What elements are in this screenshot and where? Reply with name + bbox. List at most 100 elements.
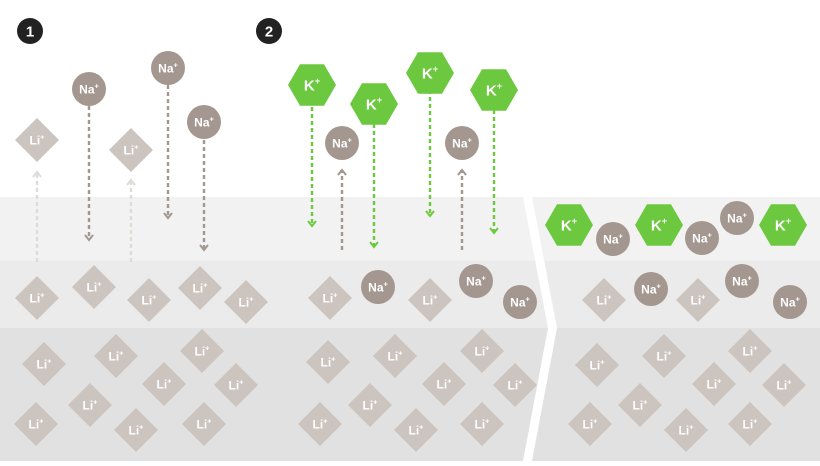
svg-text:Li+: Li+ (156, 376, 172, 391)
surface-band (0, 197, 290, 261)
potassium-ion: K+ (406, 52, 454, 94)
svg-text:Li+: Li+ (108, 348, 124, 363)
svg-text:Li+: Li+ (596, 292, 612, 307)
lithium-ion: Li+ (575, 343, 619, 387)
svg-text:K+: K+ (366, 95, 383, 113)
lithium-ion: Li+ (182, 402, 226, 446)
svg-text:Na+: Na+ (158, 60, 178, 75)
svg-text:2: 2 (265, 24, 273, 41)
svg-text:Li+: Li+ (141, 292, 157, 307)
sodium-ion: Na+ (720, 201, 754, 235)
exchange-band (532, 261, 820, 328)
svg-text:Na+: Na+ (603, 231, 623, 246)
lithium-ion: Li+ (568, 402, 612, 446)
svg-text:Na+: Na+ (510, 294, 530, 309)
migration-arrows (32, 85, 499, 262)
svg-text:Li+: Li+ (29, 290, 45, 305)
lithium-ion: Li+ (72, 265, 116, 309)
lithium-ion: Li+ (408, 278, 452, 322)
svg-text:K+: K+ (422, 64, 439, 82)
lithium-ion: Li+ (94, 334, 138, 378)
svg-text:Li+: Li+ (742, 416, 758, 431)
ions: Li+Li+Na+Na+Na+Li+Li+Li+Li+Li+Li+Li+Li+L… (14, 51, 807, 452)
svg-text:Li+: Li+ (474, 416, 490, 431)
lithium-ion: Li+ (114, 408, 158, 452)
lithium-ion: Li+ (68, 383, 112, 427)
sodium-ion: Na+ (445, 126, 479, 160)
sodium-ion: Na+ (634, 272, 668, 306)
svg-text:Li+: Li+ (312, 416, 328, 431)
svg-text:Li+: Li+ (192, 280, 208, 295)
lithium-ion: Li+ (306, 340, 350, 384)
lithium-ion: Li+ (664, 408, 708, 452)
svg-text:K+: K+ (304, 76, 321, 94)
potassium-ion: K+ (635, 204, 683, 246)
svg-text:Li+: Li+ (436, 376, 452, 391)
svg-text:Li+: Li+ (422, 292, 438, 307)
svg-text:Na+: Na+ (332, 135, 352, 150)
lithium-ion: Li+ (298, 402, 342, 446)
sodium-ion: Na+ (325, 126, 359, 160)
sodium-ion: Na+ (773, 285, 807, 319)
svg-text:Li+: Li+ (128, 422, 144, 437)
lithium-ion: Li+ (618, 383, 662, 427)
svg-text:Li+: Li+ (656, 348, 672, 363)
svg-text:Na+: Na+ (732, 273, 752, 288)
lithium-ion: Li+ (14, 402, 58, 446)
lithium-ion: Li+ (348, 383, 392, 427)
sodium-ion: Na+ (685, 221, 719, 255)
lithium-ion: Li+ (676, 278, 720, 322)
lithium-ion: Li+ (142, 362, 186, 406)
svg-text:Li+: Li+ (582, 416, 598, 431)
svg-text:Li+: Li+ (196, 416, 212, 431)
lithium-ion: Li+ (692, 362, 736, 406)
sodium-ion: Na+ (725, 264, 759, 298)
potassium-ion: K+ (288, 64, 336, 106)
svg-text:K+: K+ (561, 216, 578, 234)
lithium-ion: Li+ (373, 334, 417, 378)
lithium-ion: Li+ (394, 408, 438, 452)
potassium-ion: K+ (759, 204, 807, 246)
svg-text:Li+: Li+ (320, 354, 336, 369)
svg-text:Li+: Li+ (742, 343, 758, 358)
svg-text:Li+: Li+ (507, 377, 523, 392)
svg-text:Na+: Na+ (368, 279, 388, 294)
svg-text:Li+: Li+ (589, 357, 605, 372)
svg-text:Li+: Li+ (690, 292, 706, 307)
svg-text:Li+: Li+ (194, 343, 210, 358)
sodium-ion: Na+ (503, 285, 537, 319)
lithium-ion: Li+ (762, 363, 806, 407)
svg-text:Na+: Na+ (466, 273, 486, 288)
lithium-ion: Li+ (15, 276, 59, 320)
svg-text:Li+: Li+ (228, 377, 244, 392)
lithium-ion: Li+ (214, 363, 258, 407)
sodium-ion: Na+ (361, 270, 395, 304)
svg-text:Li+: Li+ (776, 377, 792, 392)
lithium-ion: Li+ (224, 280, 268, 324)
svg-text:Li+: Li+ (86, 279, 102, 294)
svg-text:Na+: Na+ (79, 81, 99, 96)
svg-text:Na+: Na+ (780, 294, 800, 309)
lithium-ion: Li+ (109, 128, 153, 172)
svg-text:Li+: Li+ (474, 343, 490, 358)
exchange-band (250, 261, 548, 328)
svg-text:1: 1 (26, 24, 34, 41)
lithium-ion: Li+ (728, 402, 772, 446)
lithium-ion: Li+ (15, 118, 59, 162)
step-badge-2: 2 (256, 18, 282, 44)
lithium-ion: Li+ (493, 363, 537, 407)
svg-text:Li+: Li+ (123, 142, 139, 157)
lithium-ion: Li+ (308, 276, 352, 320)
svg-text:Li+: Li+ (29, 132, 45, 147)
lithium-ion: Li+ (460, 402, 504, 446)
glass-panels (0, 197, 820, 461)
sodium-ion: Na+ (151, 51, 185, 85)
lithium-ion: Li+ (460, 329, 504, 373)
svg-text:Li+: Li+ (408, 422, 424, 437)
sodium-ion: Na+ (72, 72, 106, 106)
svg-text:Li+: Li+ (387, 348, 403, 363)
svg-text:Li+: Li+ (322, 290, 338, 305)
